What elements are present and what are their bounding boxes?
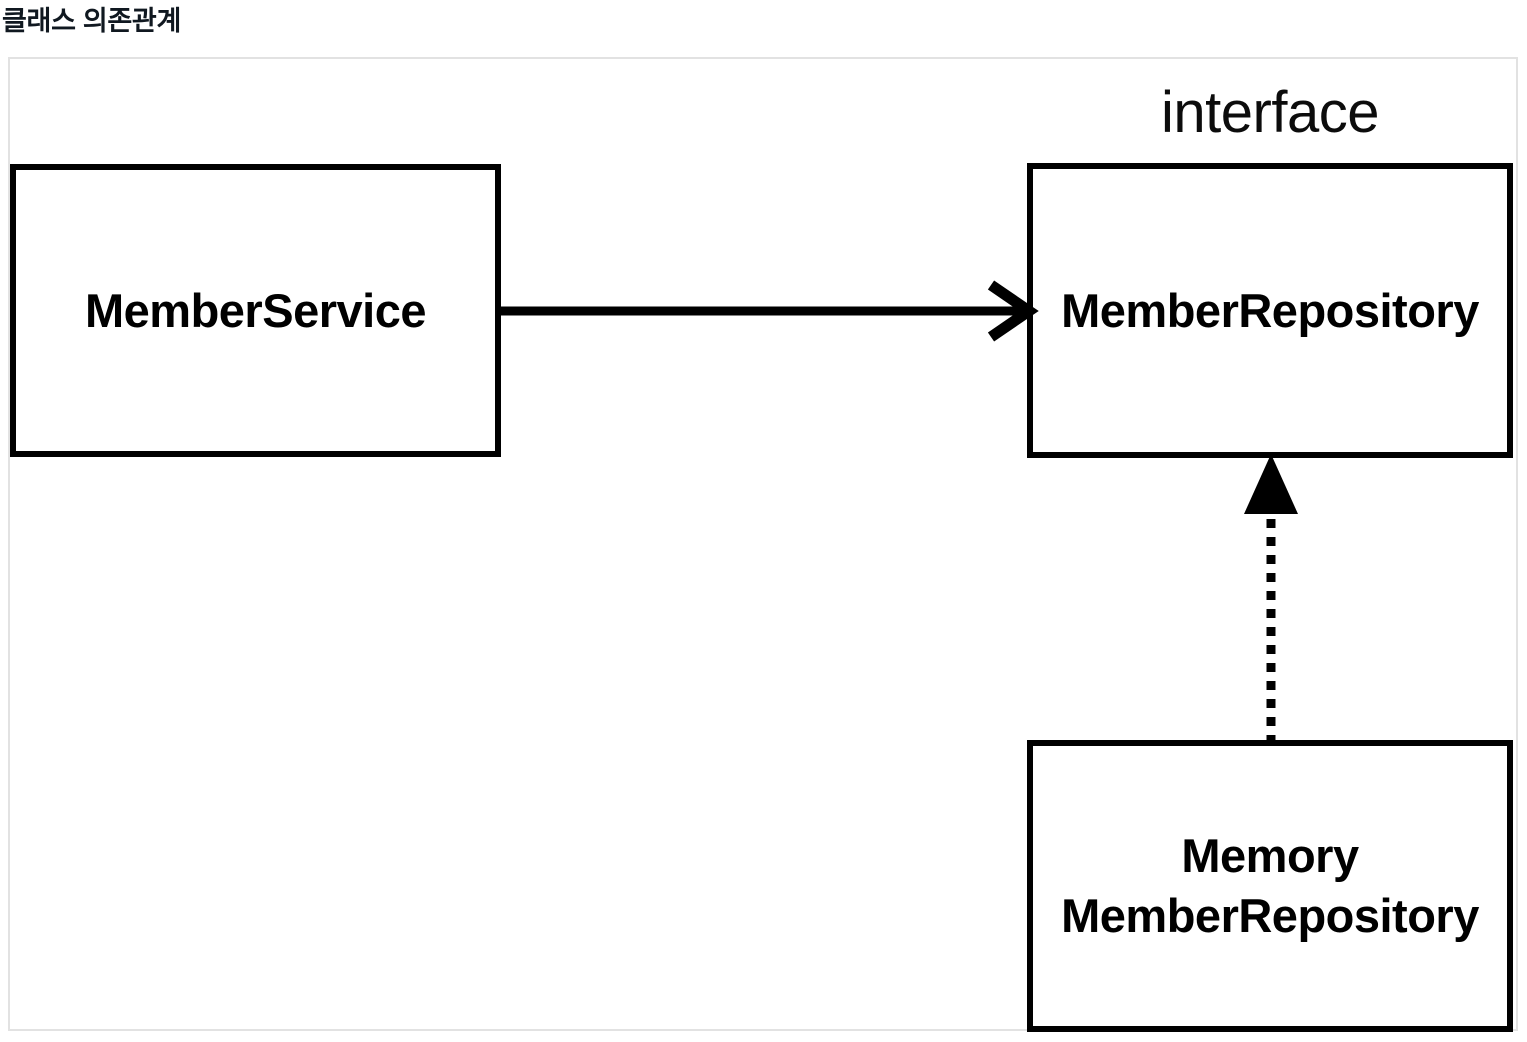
interface-stereotype-label: interface: [1161, 80, 1379, 145]
class-box-member-repository-label: MemberRepository: [1061, 283, 1479, 337]
class-box-memory-member-repository-label: Memory MemberRepository: [1061, 829, 1479, 942]
page-title: 클래스 의존관계: [2, 6, 181, 36]
dependency-arrowhead-open-v-icon: [987, 280, 1039, 342]
class-box-memory-member-repository[interactable]: Memory MemberRepository: [1027, 740, 1513, 1032]
realization-arrow-memory-member-repository-to-member-repository: [1244, 454, 1298, 744]
dependency-arrow-member-service-to-member-repository: [498, 280, 1039, 342]
realization-arrowhead-filled-triangle-icon: [1244, 454, 1298, 514]
class-box-member-service[interactable]: MemberService: [10, 164, 501, 457]
class-box-member-service-label: MemberService: [85, 283, 426, 337]
class-box-member-repository[interactable]: MemberRepository: [1027, 163, 1513, 458]
